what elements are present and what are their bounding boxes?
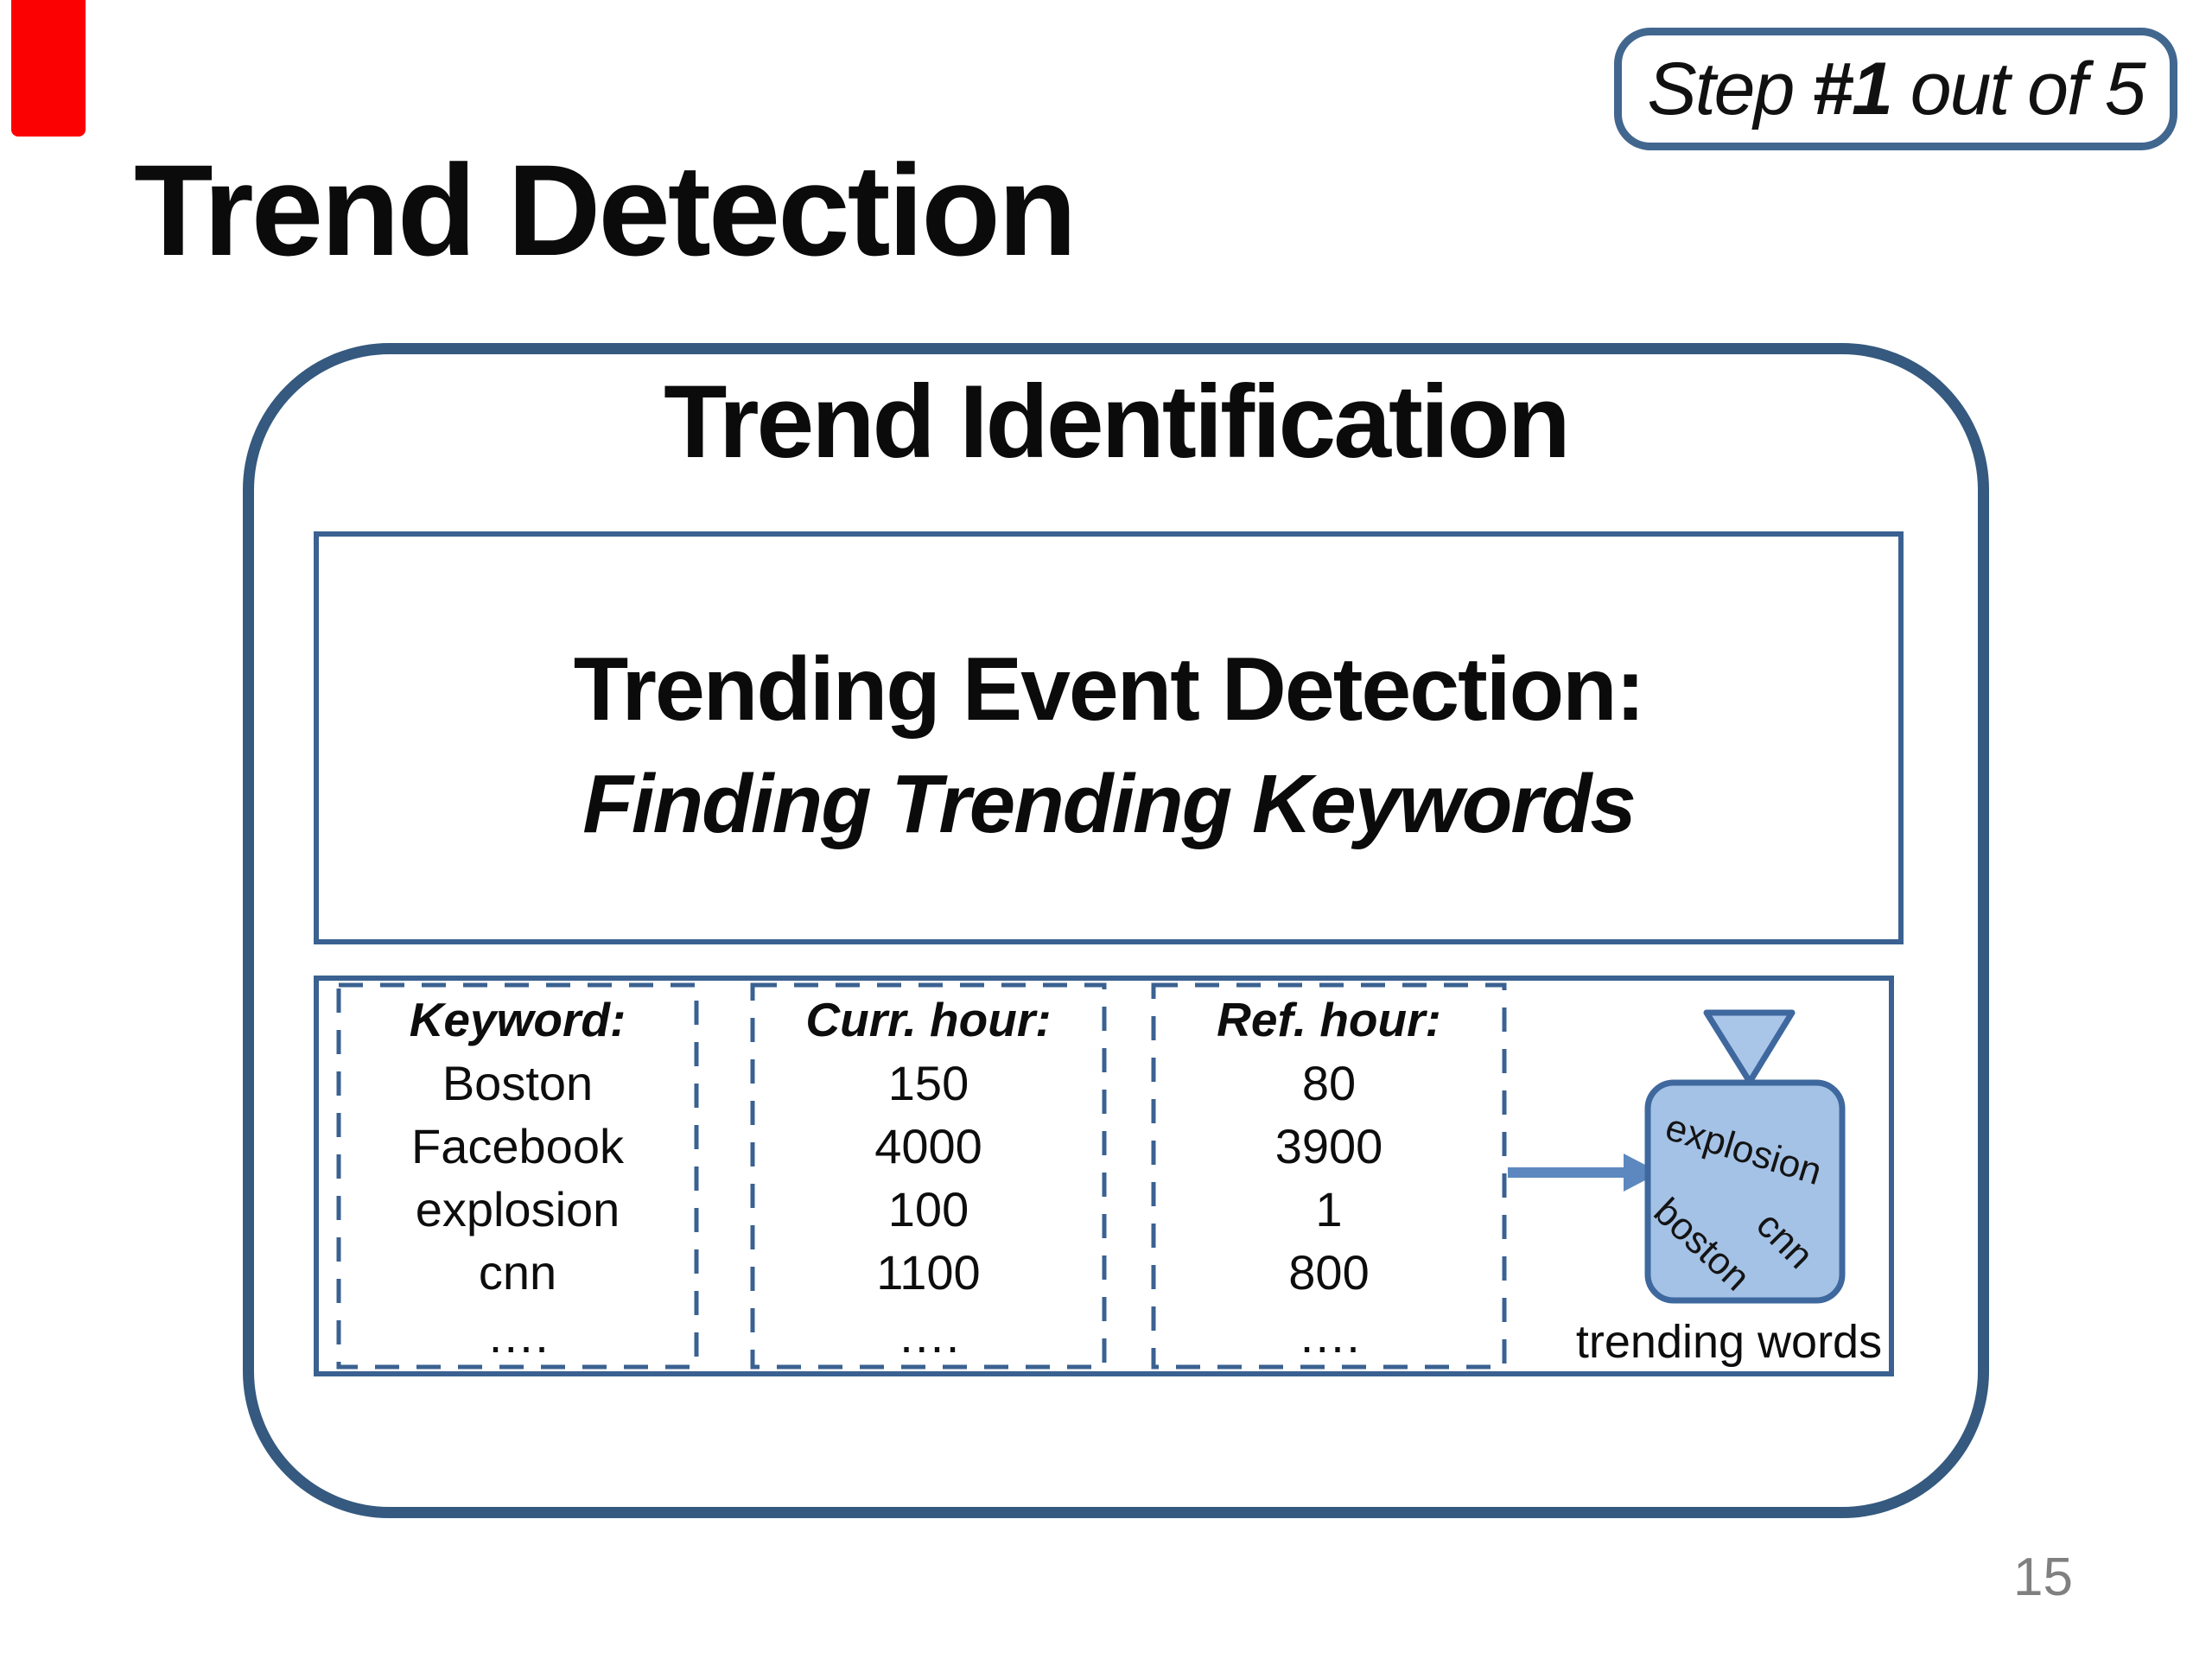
word-bag-shape — [1644, 1079, 1846, 1304]
step-badge-prefix: Step — [1647, 47, 1813, 130]
step-badge: Step #1 out of 5 — [1614, 28, 2177, 150]
table-cell: cnn — [478, 1245, 557, 1300]
column-ref-hour: Ref. hour: 80 3900 1 800 …. — [1154, 985, 1504, 1367]
step-badge-number: #1 — [1812, 47, 1893, 130]
step-badge-suffix: out of 5 — [1891, 47, 2146, 130]
dashed-column-borders — [336, 982, 1507, 1370]
table-cell: 1100 — [876, 1245, 981, 1300]
table-cell: explosion — [415, 1182, 620, 1236]
table-cell: 100 — [887, 1182, 969, 1236]
table-cell: 800 — [1288, 1245, 1370, 1300]
table-cell: 4000 — [874, 1119, 982, 1173]
detection-box-line2: Finding Trending Keywords — [582, 757, 1637, 850]
table-cell: …. — [486, 1308, 549, 1363]
trending-event-detection-box: Trending Event Detection: Finding Trendi… — [314, 531, 1904, 944]
red-corner-marker — [11, 0, 86, 137]
page-number: 15 — [2013, 1548, 2073, 1607]
column-curr-hour: Curr. hour: 150 4000 100 1100 …. — [753, 985, 1104, 1367]
table-cell: …. — [897, 1308, 960, 1363]
right-arrow-icon — [1508, 1154, 1660, 1192]
page-title: Trend Detection — [134, 137, 1077, 283]
trending-words-caption: trending words — [1575, 1316, 1883, 1368]
table-cell: 1 — [1315, 1182, 1343, 1236]
table-cell: Facebook — [411, 1119, 624, 1173]
table-cell: 80 — [1301, 1056, 1357, 1110]
table-cell: 3900 — [1274, 1119, 1383, 1173]
table-cell: Boston — [442, 1056, 594, 1110]
trending-words-cell: explosion boston cnn trending words — [1504, 985, 1889, 1367]
keywords-table: Keyword: Boston Facebook explosion cnn …… — [314, 976, 1894, 1376]
table-cell: …. — [1298, 1308, 1360, 1363]
column-header: Ref. hour: — [1217, 993, 1441, 1046]
trending-words-graphic: explosion boston cnn — [1508, 1009, 1846, 1304]
column-header: Curr. hour: — [805, 993, 1052, 1046]
trend-identification-heading: Trend Identification — [664, 364, 1571, 480]
funnel-icon — [1703, 1009, 1796, 1085]
table-cell: 150 — [887, 1056, 969, 1110]
detection-box-line1: Trending Event Detection: — [573, 639, 1646, 740]
column-keyword: Keyword: Boston Facebook explosion cnn …… — [339, 985, 696, 1367]
column-header: Keyword: — [409, 993, 626, 1046]
